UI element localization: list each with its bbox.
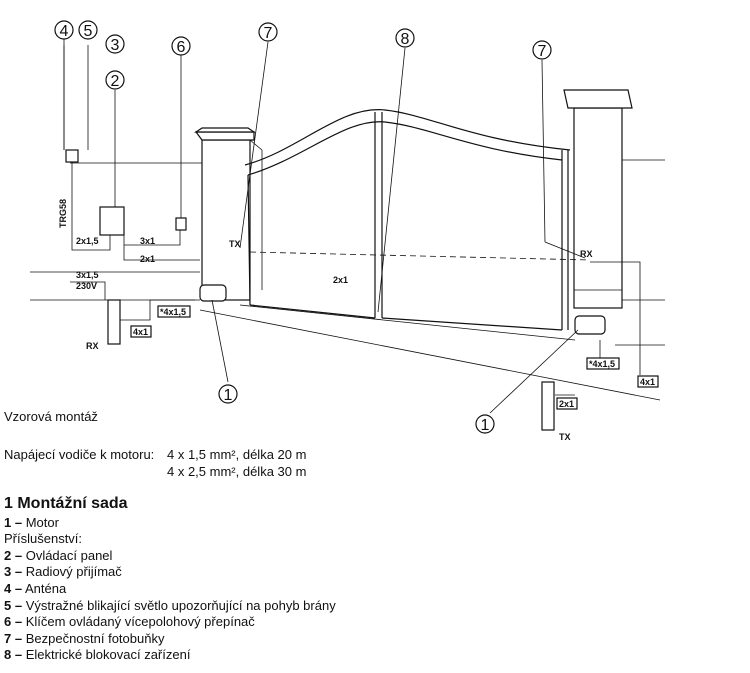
kit-item: Příslušenství:: [4, 531, 83, 547]
label-4x1-right: 4x1: [640, 377, 655, 387]
kit-item: 5 – Výstražné blikající světlo upozorňuj…: [4, 597, 336, 613]
power-line-1: 4 x 1,5 mm², délka 20 m: [167, 447, 307, 462]
right-pillar: [563, 89, 633, 309]
antenna-base: [65, 149, 79, 163]
label-3x1: 3x1: [140, 236, 155, 246]
label-4x15-left: *4x1,5: [160, 307, 186, 317]
kit-item: 7 – Bezpečnostní fotobuňky: [4, 630, 165, 646]
kit-item: 6 – Klíčem ovládaný vícepolohový přepína…: [4, 614, 255, 630]
callout-1-right: 1: [481, 417, 490, 434]
callout-4: 4: [60, 23, 69, 40]
label-2x15: 2x1,5: [76, 236, 99, 246]
swing-gate: [244, 109, 591, 331]
power-line-2: 4 x 2,5 mm², délka 30 m: [167, 464, 307, 479]
kit-item: 8 – Elektrické blokovací zařízení: [4, 647, 191, 663]
photocell-post-left: [107, 299, 121, 345]
control-panel: [99, 206, 125, 236]
callout-7-right: 7: [538, 43, 547, 60]
kit-item: 3 – Radiový přijímač: [4, 564, 122, 580]
kit-section: 1 Montážní sada 1 – Motor Příslušenství:…: [4, 495, 336, 664]
label-4x15-right: *4x1,5: [589, 359, 615, 369]
gate-installation-diagram: 4 5 3 2 6 7 8 7 1 1 TRG58 2x1,5 3x1 2x1 …: [30, 20, 665, 440]
label-2x1-gate: 2x1: [333, 275, 348, 285]
label-tx-left: TX: [229, 239, 241, 249]
power-cables: Napájecí vodiče k motoru: 4 x 1,5 mm², d…: [4, 446, 306, 480]
kit-title: 1 Montážní sada: [4, 495, 128, 512]
label-3x15: 3x1,5: [76, 270, 99, 280]
callout-1-left: 1: [224, 387, 233, 404]
kit-item: 4 – Anténa: [4, 580, 67, 596]
motor-left: [199, 284, 227, 302]
photocell-post-right: [541, 381, 555, 431]
callout-8: 8: [401, 31, 410, 48]
motor-right: [574, 315, 606, 335]
left-pillar: [194, 127, 263, 301]
label-tx-right: TX: [559, 432, 571, 440]
label-rx-left: RX: [86, 341, 99, 351]
callout-3: 3: [111, 37, 120, 54]
label-2x1-top: 2x1: [140, 254, 155, 264]
label-2x1-bottom: 2x1: [559, 399, 574, 409]
label-trg58: TRG58: [58, 199, 68, 228]
callout-7-left: 7: [264, 25, 273, 42]
callout-2: 2: [111, 73, 120, 90]
kit-item: 2 – Ovládací panel: [4, 547, 113, 563]
label-230v: 230V: [76, 281, 97, 291]
kit-item: 1 – Motor: [4, 514, 59, 530]
label-4x1-left: 4x1: [133, 327, 148, 337]
callout-6: 6: [177, 39, 186, 56]
callout-5: 5: [84, 23, 93, 40]
diagram-caption: Vzorová montáž: [4, 409, 98, 424]
key-switch: [175, 217, 187, 231]
label-rx-right: RX: [580, 249, 593, 259]
power-label: Napájecí vodiče k motoru:: [4, 447, 155, 462]
